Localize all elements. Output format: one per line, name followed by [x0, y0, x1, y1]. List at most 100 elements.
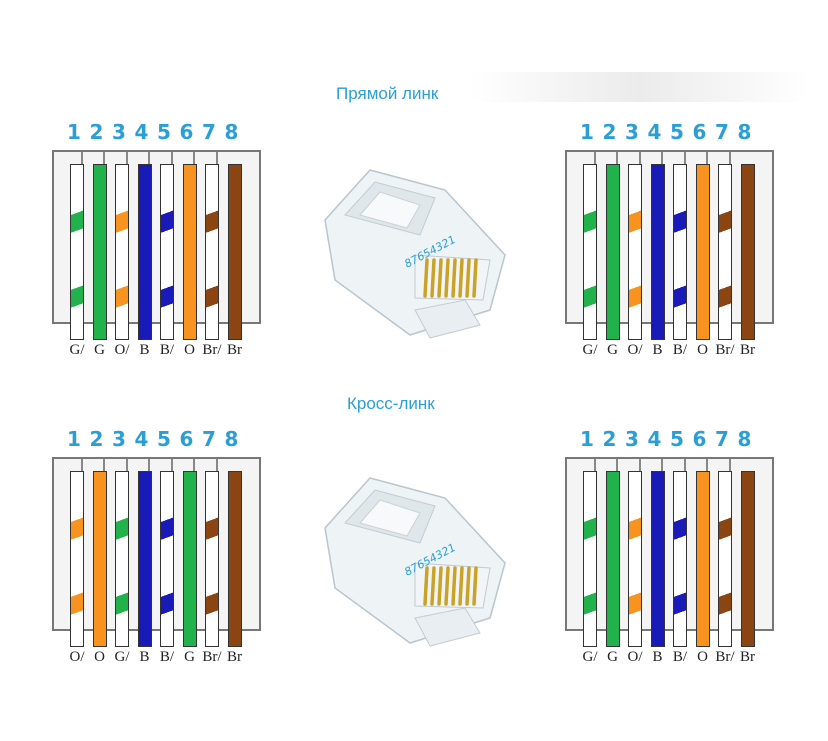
wire-label-2: G: [94, 342, 105, 358]
pin-number-1: 1: [580, 427, 594, 451]
wire-label-6: O: [697, 649, 708, 665]
wire-8-brown-solid: [227, 471, 242, 647]
wire-label-8: Br: [227, 342, 242, 358]
wire-5-blue-white-striped: [160, 164, 174, 340]
pin-number-1: 1: [67, 120, 81, 144]
wire-label-1: G/: [582, 342, 598, 358]
wire-label-2: G: [607, 649, 618, 665]
wire-2-green-solid: [605, 164, 620, 340]
wire-7-brown-white-striped: [205, 471, 219, 647]
pin-number-6: 6: [692, 120, 707, 144]
connector-rear: [414, 607, 481, 647]
pin-number-2: 2: [89, 427, 104, 451]
gold-contact-8: [472, 566, 478, 606]
wire-label-5: B/: [159, 342, 175, 358]
pin-number-5: 5: [670, 427, 684, 451]
wire-labels: G/G O/B B/O Br/Br: [565, 342, 770, 360]
pin-number-5: 5: [670, 120, 684, 144]
wire-label-1: O/: [69, 649, 85, 665]
connector-latch-window: [359, 499, 421, 537]
pin-number-8: 8: [737, 427, 752, 451]
watermark-band: [470, 72, 810, 102]
wire-label-1: G/: [69, 342, 85, 358]
pin-number-1: 1: [580, 120, 594, 144]
wire-2-orange-solid: [92, 471, 107, 647]
gold-contact-8: [472, 258, 478, 298]
gold-contact-2: [430, 566, 436, 606]
straight-link-title: Прямой линк: [336, 84, 439, 103]
gold-contact-7: [465, 566, 471, 606]
wire-label-8: Br: [740, 649, 755, 665]
pin-number-2: 2: [602, 427, 617, 451]
pin-number-4: 4: [134, 120, 149, 144]
wire-label-2: G: [607, 342, 618, 358]
wire-4-blue-solid: [137, 164, 152, 340]
pin-number-4: 4: [134, 427, 149, 451]
wire-label-6: O: [697, 342, 708, 358]
gold-contact-5: [451, 566, 457, 606]
wire-4-blue-solid: [650, 164, 665, 340]
pin-number-7: 7: [202, 427, 216, 451]
pin-number-6: 6: [179, 120, 194, 144]
wire-5-blue-white-striped: [673, 471, 687, 647]
gold-contact-6: [458, 258, 464, 298]
pin-number-3: 3: [112, 427, 126, 451]
pin-number-3: 3: [625, 120, 639, 144]
wire-label-6: G: [184, 649, 195, 665]
wire-label-4: B: [139, 649, 150, 665]
wire-5-blue-white-striped: [673, 164, 687, 340]
wire-label-7: Br/: [202, 342, 222, 358]
wire-6-orange-solid: [182, 164, 197, 340]
wire-3-orange-white-striped: [628, 164, 642, 340]
connector-frame: [52, 457, 261, 631]
pin-number-2: 2: [89, 120, 104, 144]
wire-8-brown-solid: [740, 164, 755, 340]
wire-label-5: B/: [672, 649, 688, 665]
wire-label-7: Br/: [202, 649, 222, 665]
gold-contact-6: [458, 566, 464, 606]
pin-number-8: 8: [224, 120, 239, 144]
wire-label-3: O/: [114, 342, 130, 358]
pin-number-6: 6: [179, 427, 194, 451]
wire-label-5: B/: [672, 342, 688, 358]
pin-number-3: 3: [625, 427, 639, 451]
wire-6-green-solid: [182, 471, 197, 647]
wire-4-blue-solid: [650, 471, 665, 647]
wire-8-brown-solid: [740, 471, 755, 647]
pin-number-7: 7: [715, 120, 729, 144]
gold-contact-1: [423, 566, 429, 606]
wire-3-orange-white-striped: [628, 471, 642, 647]
pin-number-7: 7: [715, 427, 729, 451]
gold-contact-3: [437, 566, 443, 606]
wire-label-3: O/: [627, 649, 643, 665]
pin-number-6: 6: [692, 427, 707, 451]
wire-label-4: B: [652, 342, 663, 358]
gold-contact-5: [451, 258, 457, 298]
wire-1-green-white-striped: [583, 164, 597, 340]
pin-number-5: 5: [157, 120, 171, 144]
wire-6-orange-solid: [695, 164, 710, 340]
wire-label-5: B/: [159, 649, 175, 665]
wire-5-blue-white-striped: [160, 471, 174, 647]
wire-3-green-white-striped: [115, 471, 129, 647]
pin-number-1: 1: [67, 427, 81, 451]
wire-label-3: O/: [627, 342, 643, 358]
connector-rear: [414, 299, 481, 339]
wire-label-4: B: [652, 649, 663, 665]
wire-2-green-solid: [605, 471, 620, 647]
wire-1-green-white-striped: [70, 164, 84, 340]
rj45-connector-bottom: 87654321: [324, 477, 506, 647]
wire-label-7: Br/: [715, 342, 735, 358]
wire-2-green-solid: [92, 164, 107, 340]
pin-number-4: 4: [647, 427, 662, 451]
wire-1-green-white-striped: [583, 471, 597, 647]
wire-label-8: Br: [740, 342, 755, 358]
wire-label-4: B: [139, 342, 150, 358]
wire-3-orange-white-striped: [115, 164, 129, 340]
wire-1-orange-white-striped: [70, 471, 84, 647]
wire-8-brown-solid: [227, 164, 242, 340]
